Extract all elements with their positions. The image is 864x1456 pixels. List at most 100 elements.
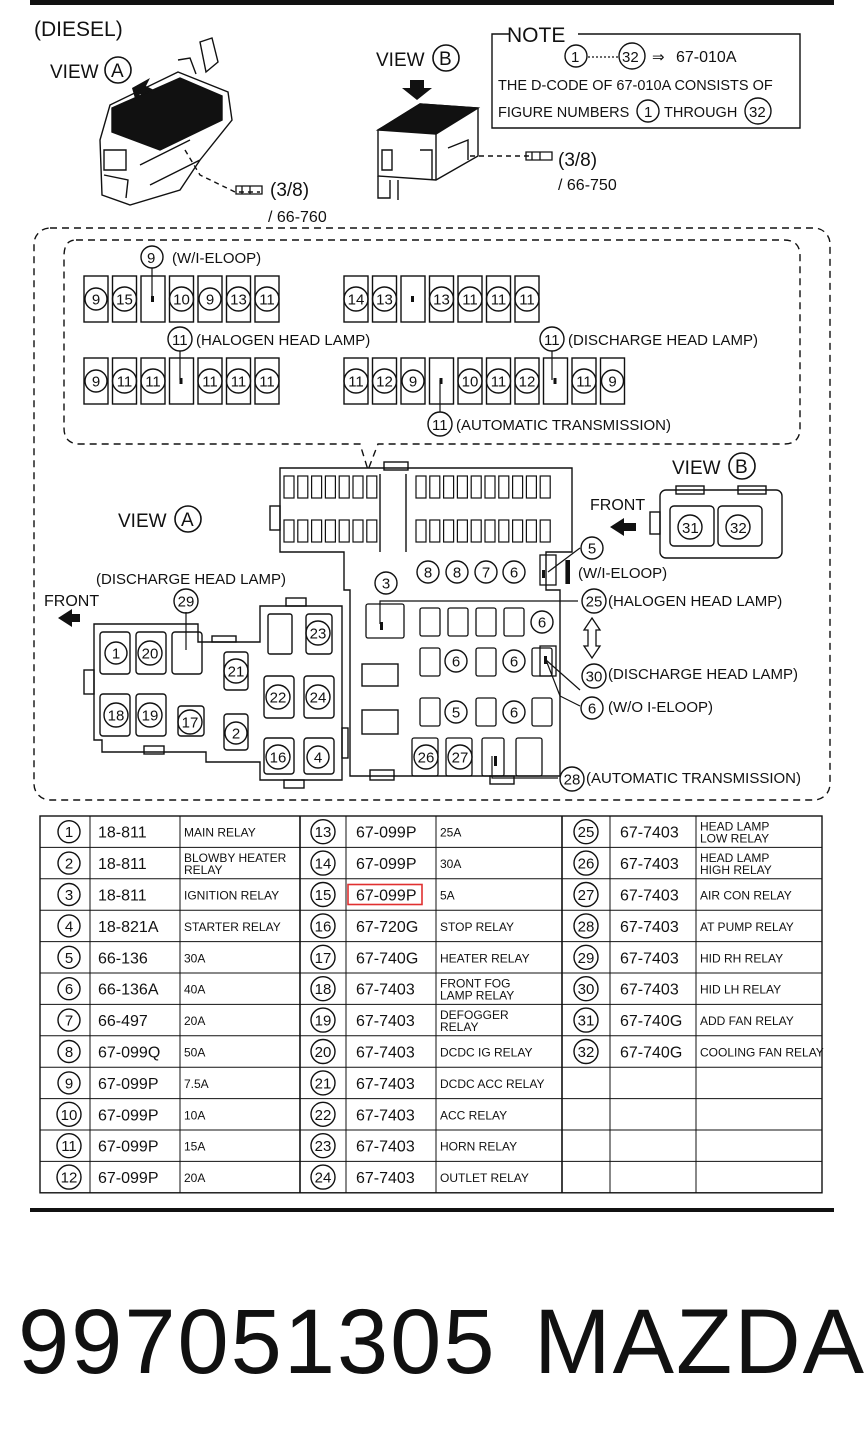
svg-text:11: 11 (61, 1138, 77, 1155)
part-number-10: 10 (56, 1101, 82, 1128)
relay-callout-8: 8 (416, 560, 440, 584)
relay-callout-19: 19 (137, 702, 163, 728)
part-number-5: 5 (57, 945, 81, 969)
note-range-end: 32 (622, 49, 639, 66)
svg-text:18: 18 (315, 981, 332, 998)
relay-32-label: 32 (730, 520, 747, 537)
relay-callout-6: 6 (502, 560, 526, 584)
part-description: 20A (184, 1014, 205, 1028)
part-description: 20A (184, 1171, 205, 1185)
left-relay-housing (83, 597, 349, 789)
note-line1: THE D-CODE OF 67-010A CONSISTS OF (498, 78, 773, 94)
part-number-27: 27 (573, 881, 599, 908)
note-title: NOTE (507, 24, 565, 47)
part-description: 40A (184, 983, 205, 997)
svg-text:1: 1 (65, 824, 73, 841)
relay-callout-18: 18 (103, 702, 129, 728)
part-code: 67-7403 (356, 1045, 415, 1062)
fuse-number: 11 (225, 368, 252, 394)
part-description: 50A (184, 1046, 205, 1060)
svg-text:11: 11 (576, 374, 592, 391)
svg-text:6: 6 (538, 615, 546, 632)
wo-i-eloop-label: (W/O I-ELOOP) (608, 699, 713, 716)
relay-callout-28: 28 (559, 766, 585, 792)
fuse-slot: 11 (457, 275, 483, 323)
fuse-box-illustration-b (375, 103, 530, 200)
svg-text:2: 2 (232, 726, 240, 743)
part-code: 67-099P (98, 1107, 159, 1124)
svg-text:1: 1 (112, 646, 120, 663)
top-rule (30, 0, 834, 5)
wi-eloop-label-top: (W/I-ELOOP) (172, 250, 261, 267)
part-code: 67-740G (620, 1045, 682, 1062)
housing-fuse (539, 519, 551, 543)
svg-text:8: 8 (65, 1044, 73, 1061)
svg-text:10: 10 (462, 374, 479, 391)
fuse-slot: 10 (457, 357, 483, 405)
part-description: STOP RELAY (440, 920, 514, 934)
fuse-slot: 9 (83, 357, 109, 405)
svg-text:8: 8 (453, 565, 461, 582)
fuse-slot: 13 (428, 275, 455, 323)
svg-text:9: 9 (92, 374, 100, 391)
part-number-18: 18 (310, 976, 336, 1002)
svg-text:10: 10 (173, 292, 190, 309)
halogen-label-top: (HALOGEN HEAD LAMP) (196, 332, 370, 349)
relay-callout-5: 5 (580, 536, 604, 560)
part-description: IGNITION RELAY (184, 889, 279, 903)
housing-fuse (443, 475, 455, 499)
part-number-16: 16 (310, 913, 336, 939)
fuse-slot: 9 (599, 357, 626, 405)
svg-text:11: 11 (202, 374, 218, 391)
housing-fuse (498, 519, 510, 543)
fuse-number: 11 (254, 286, 280, 312)
svg-text:24: 24 (315, 1170, 332, 1187)
relay-callout-4: 4 (306, 745, 330, 769)
discharge-label-left: (DISCHARGE HEAD LAMP) (96, 571, 286, 588)
main-box-housing (269, 461, 573, 785)
svg-text:2: 2 (65, 856, 73, 873)
svg-text:11: 11 (519, 292, 535, 309)
part-number-28: 28 (573, 913, 599, 939)
svg-text:23: 23 (315, 1138, 332, 1155)
fuse-slot: 11 (485, 275, 512, 323)
part-number-24: 24 (310, 1164, 336, 1190)
part-number-11: 11 (56, 1132, 82, 1159)
housing-fuse (475, 607, 497, 637)
svg-text:5: 5 (588, 541, 596, 558)
housing-fuse (470, 519, 482, 543)
housing-relay (481, 737, 505, 777)
svg-text:30: 30 (578, 981, 595, 998)
discharge-label-right: (DISCHARGE HEAD LAMP) (608, 666, 798, 683)
note-box: NOTE 1 32 ⇒ 67-010A THE D-CODE OF 67-010… (491, 24, 801, 129)
svg-text:13: 13 (433, 292, 450, 309)
housing-fuse (419, 697, 441, 727)
part-number-14: 14 (310, 850, 336, 876)
svg-text:12: 12 (519, 374, 536, 391)
svg-text:25: 25 (578, 824, 595, 841)
part-code: 67-7403 (620, 856, 679, 873)
part-number-19: 19 (310, 1007, 336, 1033)
housing-fuse (484, 475, 496, 499)
part-number-23: 23 (310, 1132, 336, 1159)
housing-fuse (338, 519, 350, 543)
part-description: COOLING FAN RELAY (700, 1046, 824, 1060)
fuse-number: 11 (343, 368, 369, 394)
part-code: 67-720G (356, 919, 418, 936)
svg-text:11: 11 (117, 374, 133, 391)
svg-text:9: 9 (65, 1075, 73, 1092)
relay-callout-2: 2 (224, 721, 248, 745)
part-code: 67-740G (620, 1013, 682, 1030)
relay-callout-6: 6 (502, 700, 526, 724)
note-code: 67-010A (676, 49, 737, 66)
part-code: 18-811 (98, 888, 147, 905)
relay-callout-20: 20 (137, 640, 163, 666)
housing-fuse (443, 519, 455, 543)
